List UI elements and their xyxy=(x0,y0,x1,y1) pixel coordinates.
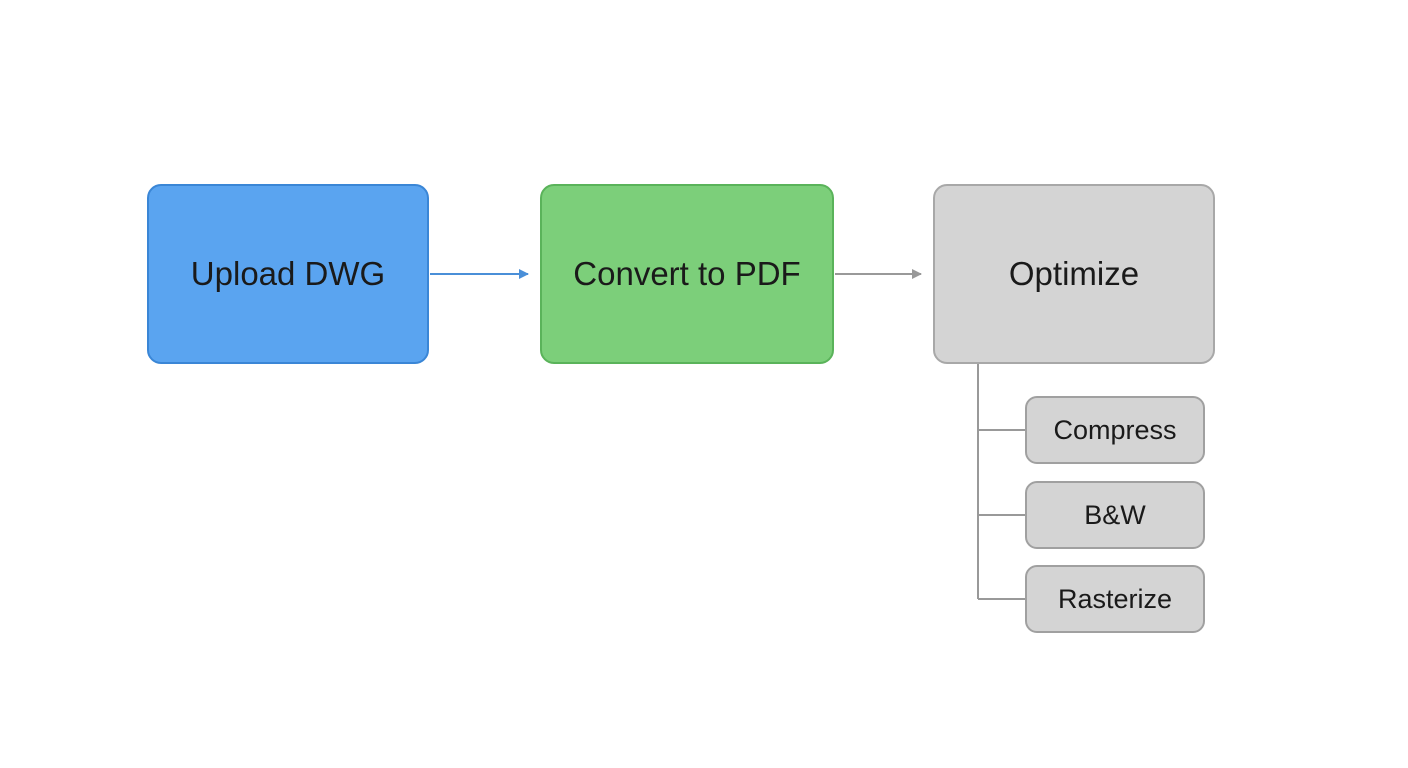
compress-label: Compress xyxy=(1053,414,1177,445)
rasterize-node: Rasterize xyxy=(1025,565,1205,633)
bw-node: B&W xyxy=(1025,481,1205,549)
convert-to-pdf-node: Convert to PDF xyxy=(540,184,834,364)
optimize-node: Optimize xyxy=(933,184,1215,364)
rasterize-label: Rasterize xyxy=(1057,583,1173,614)
convert-to-pdf-label: Convert to PDF xyxy=(573,255,801,292)
bw-label: B&W xyxy=(1084,499,1146,530)
optimize-label: Optimize xyxy=(1008,255,1140,292)
compress-node: Compress xyxy=(1025,396,1205,464)
upload-dwg-label: Upload DWG xyxy=(190,255,386,292)
upload-dwg-node: Upload DWG xyxy=(147,184,429,364)
